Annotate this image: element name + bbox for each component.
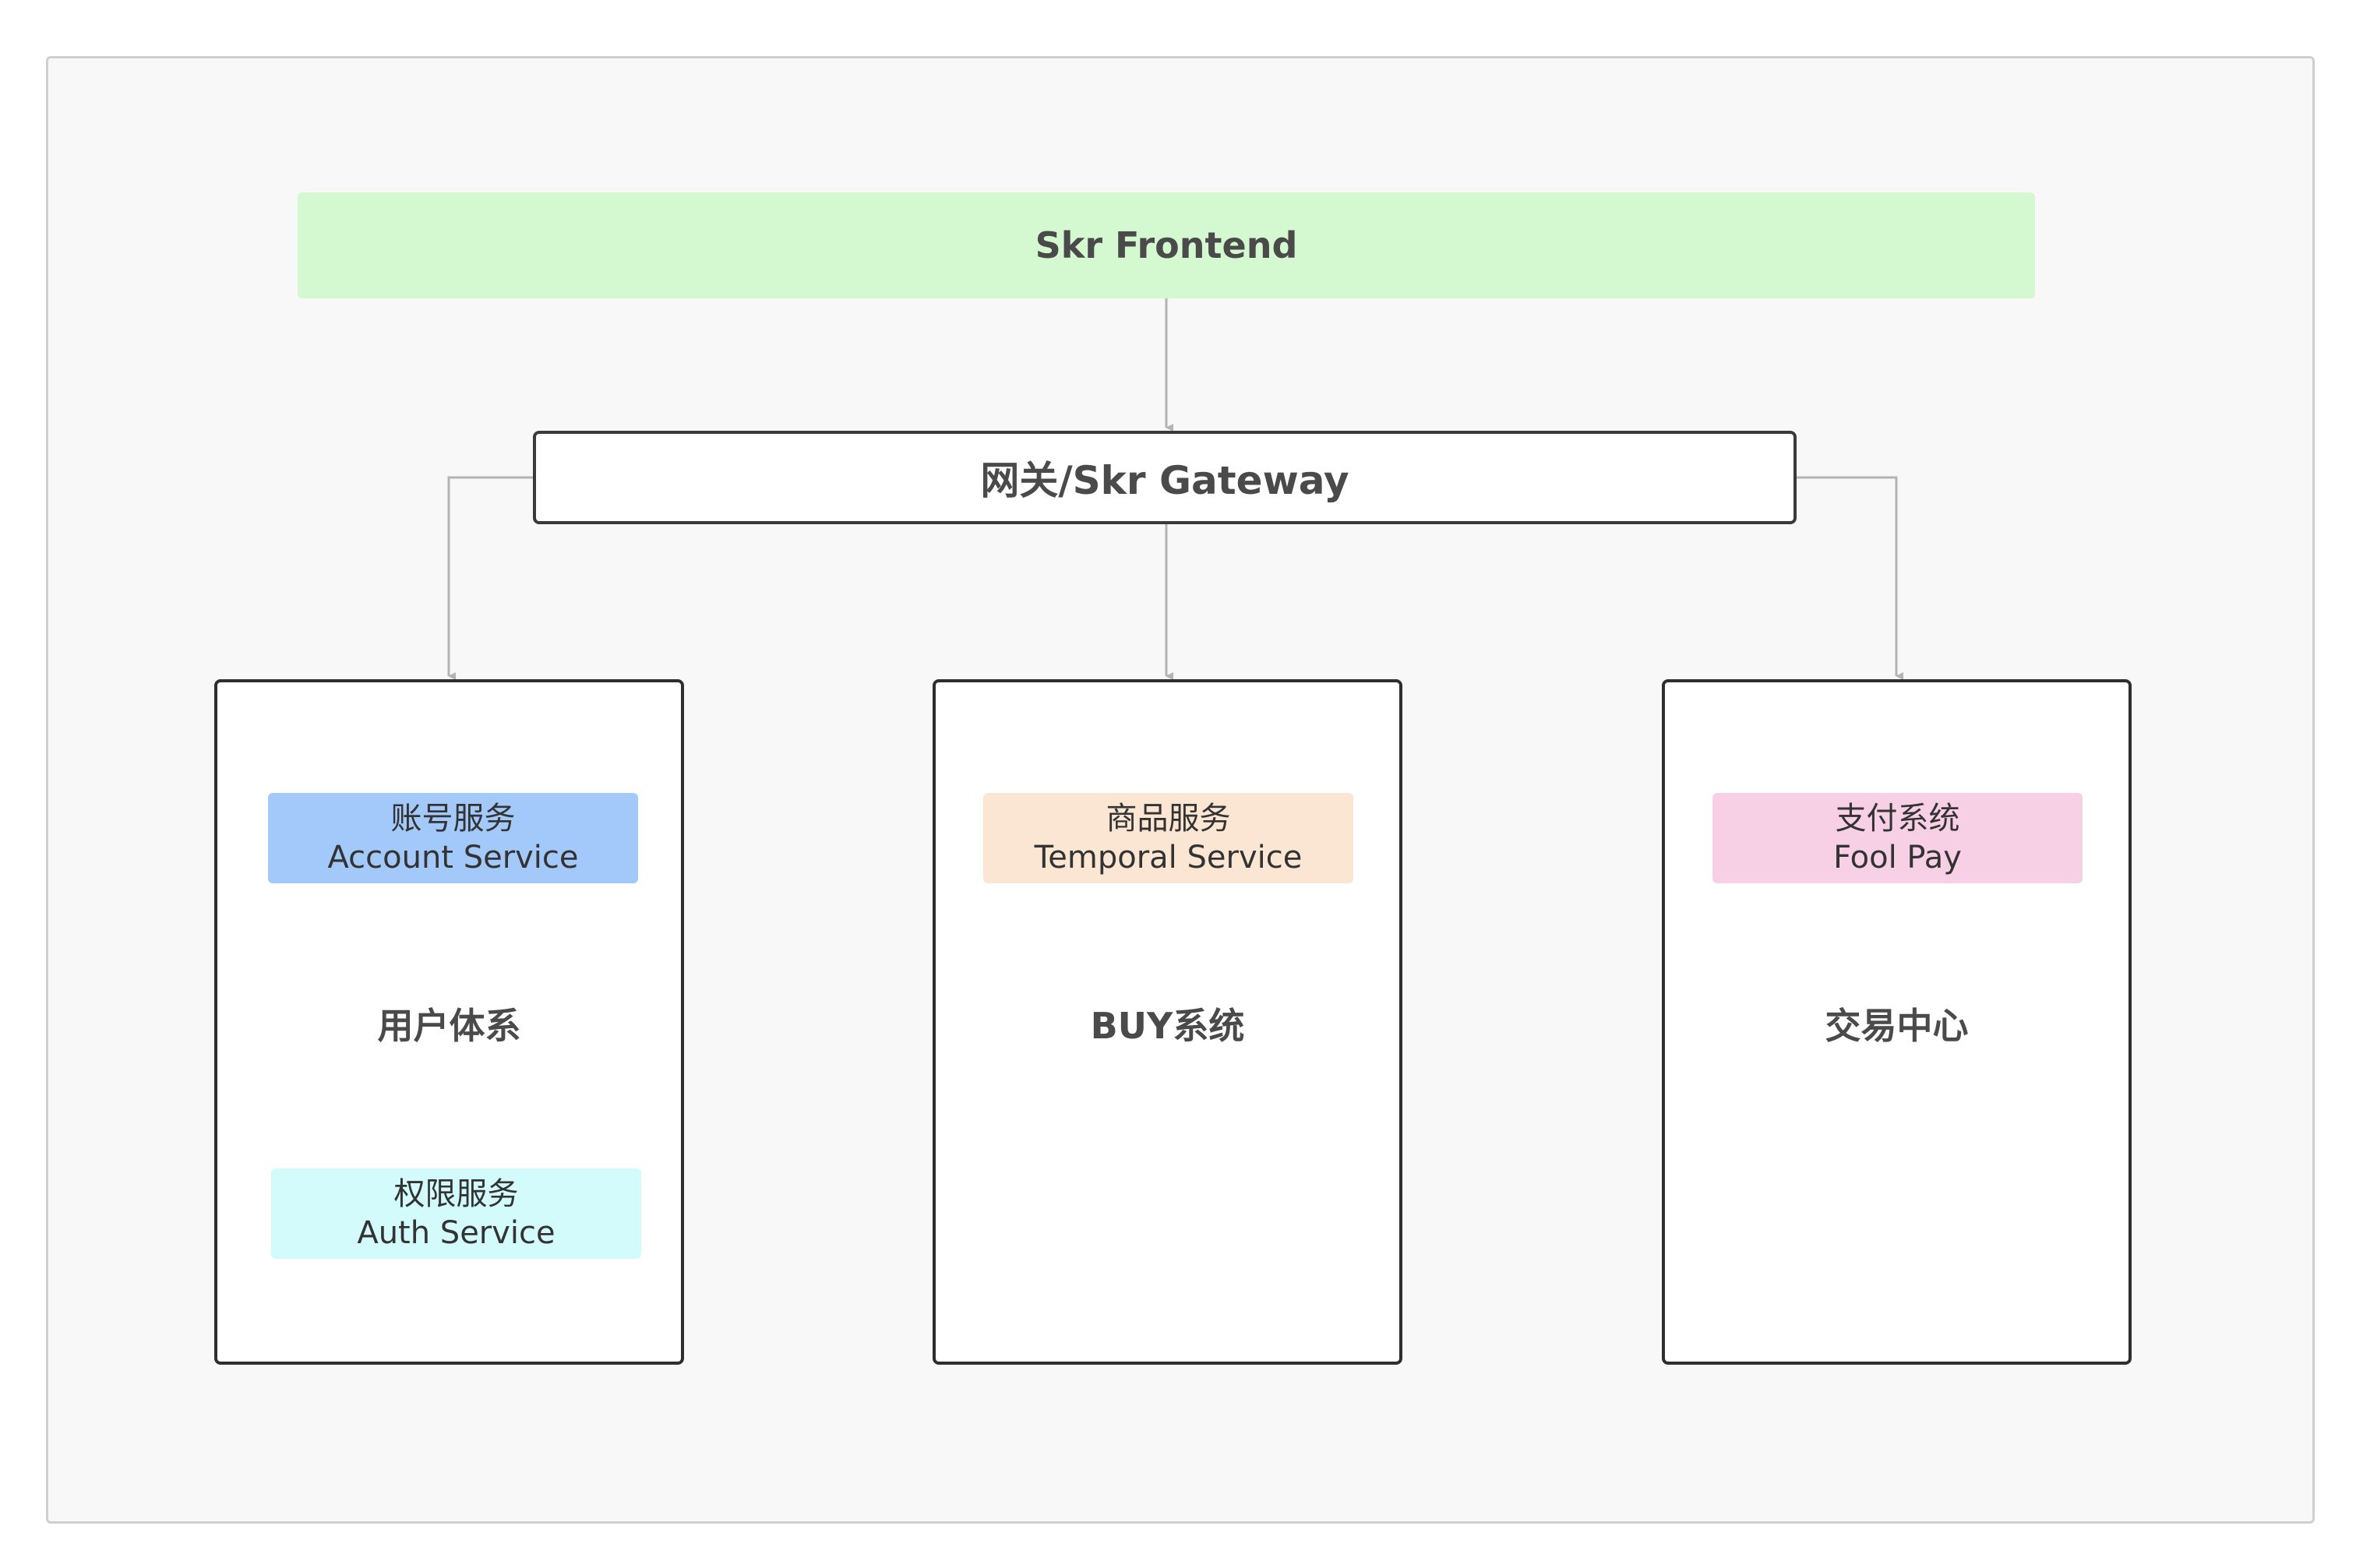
pay-system-cn: 支付系统: [1835, 801, 1960, 837]
buy-system-title: BUY系统: [1090, 1005, 1245, 1047]
gateway-to-trade-arrow: [1797, 476, 1903, 680]
pay-system-en: Fool Pay: [1833, 840, 1962, 876]
gateway-to-user-arrow: [447, 476, 533, 680]
temporal-service-node: 商品服务 Temporal Service: [983, 793, 1353, 883]
temporal-service-cn: 商品服务: [1106, 801, 1231, 837]
buy-system-group: 商品服务 Temporal Service BUY系统: [933, 679, 1402, 1365]
user-system-title: 用户体系: [377, 1005, 521, 1047]
frontend-label: Skr Frontend: [1035, 224, 1298, 266]
auth-service-cn: 权限服务: [393, 1176, 519, 1212]
auth-service-node: 权限服务 Auth Service: [271, 1168, 641, 1259]
user-system-group: 账号服务 Account Service 用户体系 权限服务 Auth Serv…: [214, 679, 684, 1365]
trade-center-title: 交易中心: [1825, 1005, 1969, 1047]
account-service-node: 账号服务 Account Service: [268, 793, 638, 883]
auth-service-en: Auth Service: [357, 1215, 555, 1251]
gateway-label: 网关/Skr Gateway: [980, 458, 1349, 503]
temporal-service-en: Temporal Service: [1034, 840, 1303, 876]
trade-center-group: 支付系统 Fool Pay 交易中心: [1662, 679, 2132, 1365]
pay-system-node: 支付系统 Fool Pay: [1712, 793, 2083, 883]
gateway-node: 网关/Skr Gateway: [533, 431, 1797, 524]
account-service-cn: 账号服务: [390, 801, 516, 837]
account-service-en: Account Service: [327, 840, 579, 876]
frontend-node: Skr Frontend: [298, 192, 2035, 298]
